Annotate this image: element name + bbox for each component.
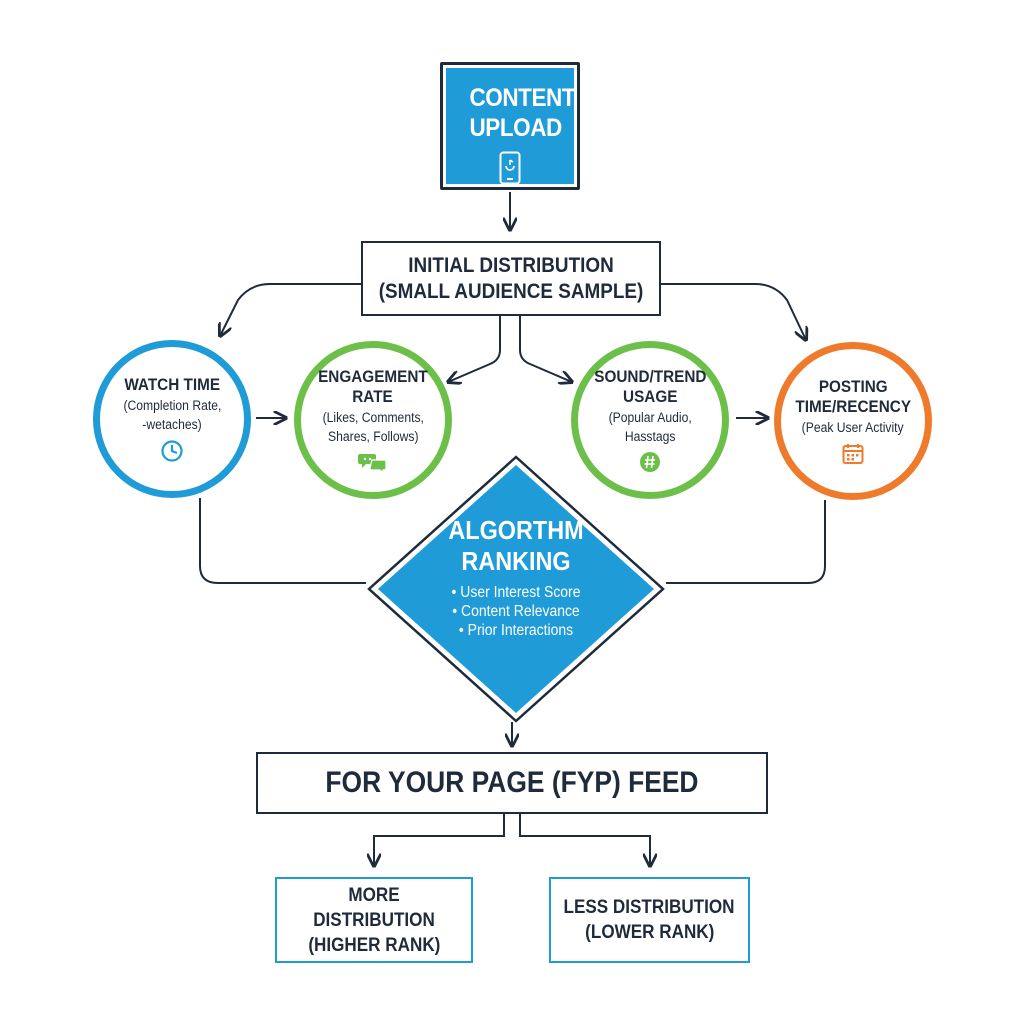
initial-distribution-title: INITIAL DISTRIBUTION <box>408 253 614 277</box>
content-upload-label: CONTENT UPLOAD <box>469 84 576 142</box>
algorithm-ranking-title-1: ALGORTHM <box>448 515 584 545</box>
line-watch-to-ranking <box>199 498 366 584</box>
sound-trend-circle: SOUND/TREND USAGE (Popular Audio, Hassta… <box>571 341 729 499</box>
watch-time-detail-2: -wetaches) <box>142 417 202 432</box>
engagement-rate-title-2: RATE <box>352 387 394 406</box>
mobile-phone-icon <box>499 151 521 185</box>
engagement-rate-title-1: ENGAGEMENT <box>318 367 428 386</box>
posting-time-circle: POSTING TIME/RECENCY (Peak User Activity <box>774 342 932 500</box>
fyp-feed-label: FOR YOUR PAGE (FYP) FEED <box>325 766 699 799</box>
more-distribution-box: MORE DISTRIBUTION (HIGHER RANK) <box>275 877 473 963</box>
more-distribution-subtitle: (HIGHER RANK) <box>307 934 441 956</box>
engagement-rate-detail-1: (Likes, Comments, <box>322 410 424 425</box>
arrow-initial-to-watch <box>220 283 361 336</box>
less-distribution-subtitle: (LOWER RANK) <box>584 922 715 943</box>
algorithm-ranking-title-2: RANKING <box>461 546 571 576</box>
arrow-initial-to-sound <box>519 316 572 382</box>
sound-trend-title-1: SOUND/TREND <box>593 367 707 386</box>
algorithm-ranking-diamond <box>367 455 665 723</box>
engagement-rate-detail-2: Shares, Follows) <box>327 429 419 444</box>
less-distribution-box: LESS DISTRIBUTION (LOWER RANK) <box>549 877 750 963</box>
watch-time-detail-1: (Completion Rate, <box>123 398 221 413</box>
initial-distribution-subtitle: (SMALL AUDIENCE SAMPLE) <box>378 279 644 303</box>
engagement-rate-circle: ENGAGEMENT RATE (Likes, Comments, Shares… <box>294 341 452 499</box>
sound-trend-detail-2: Hasstags <box>624 429 676 444</box>
arrow-initial-to-posting <box>661 283 806 340</box>
initial-distribution-box: INITIAL DISTRIBUTION (SMALL AUDIENCE SAM… <box>361 241 661 316</box>
sound-trend-title-2: USAGE <box>622 387 678 406</box>
posting-time-detail-1: (Peak User Activity <box>802 419 904 435</box>
chat-bubbles-icon <box>358 454 387 473</box>
ranking-factor-item: • Content Relevance <box>452 603 580 620</box>
ranking-factors-list: • User Interest Score • Content Relevanc… <box>366 583 666 640</box>
hashtag-icon <box>640 452 660 472</box>
content-upload-box: CONTENT UPLOAD <box>440 62 580 190</box>
arrow-fyp-to-more <box>374 814 505 866</box>
ranking-factor-item: • User Interest Score <box>451 584 581 601</box>
arrow-initial-to-engagement <box>448 316 501 382</box>
watch-time-circle: WATCH TIME (Completion Rate, -wetaches) <box>93 340 251 498</box>
clock-icon <box>161 440 183 462</box>
fyp-feed-box: FOR YOUR PAGE (FYP) FEED <box>256 752 768 814</box>
posting-time-title-2: TIME/RECENCY <box>795 396 911 416</box>
posting-time-title-1: POSTING <box>818 376 888 396</box>
less-distribution-title: LESS DISTRIBUTION <box>563 897 735 918</box>
line-posting-to-ranking <box>666 500 826 584</box>
ranking-factor-item: • Prior Interactions <box>458 622 574 639</box>
watch-time-title: WATCH TIME <box>124 375 220 394</box>
algorithm-ranking-content: ALGORTHM RANKING • User Interest Score •… <box>366 515 666 640</box>
more-distribution-title: MORE DISTRIBUTION <box>313 884 435 931</box>
calendar-icon <box>842 443 864 464</box>
arrow-fyp-to-less <box>519 814 650 866</box>
sound-trend-detail-1: (Popular Audio, <box>608 410 692 425</box>
